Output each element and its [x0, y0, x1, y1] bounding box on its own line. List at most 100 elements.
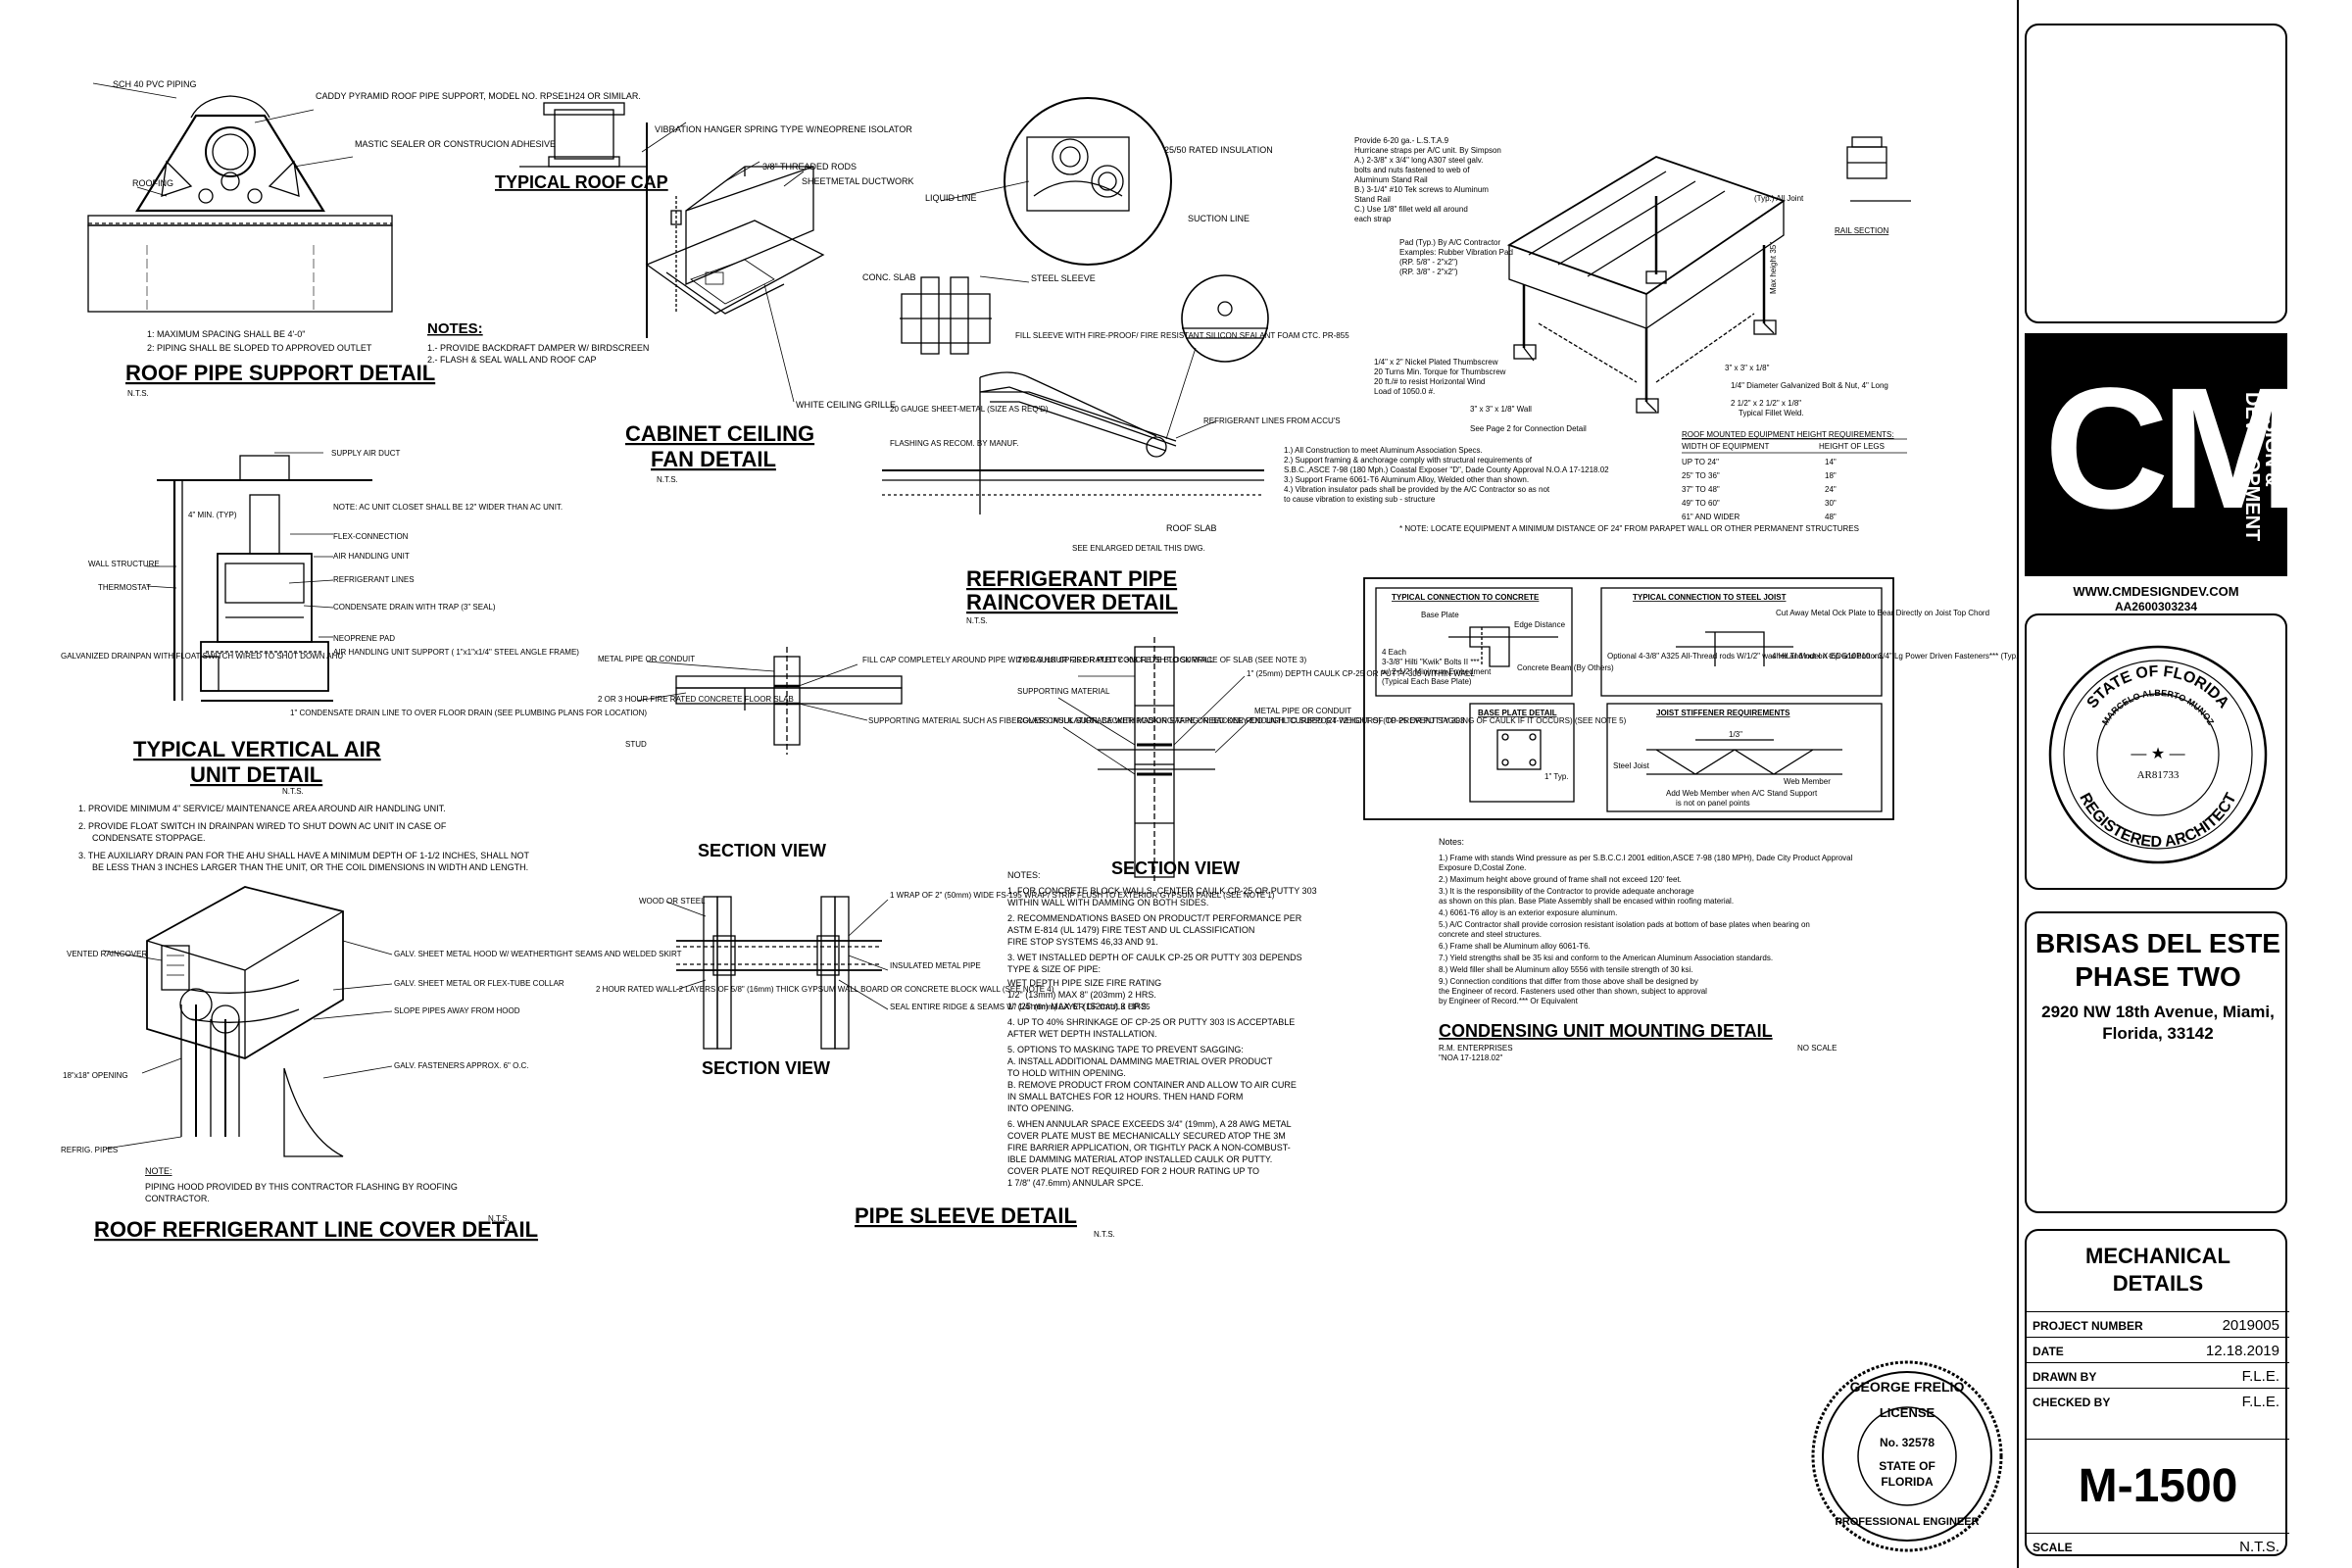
label-one-third: 1/3" — [1729, 730, 1742, 739]
label-ceiling-grille: WHITE CEILING GRILLE — [796, 400, 896, 410]
label-concrete-floor: 2 OR 3 HOUR FIRE RATED CONCRETE FLOOR SL… — [598, 695, 794, 704]
seal-license: LICENSE — [1880, 1405, 1936, 1420]
height-table-width: 37" TO 48" — [1682, 485, 1720, 494]
label-supporting-material-1: SUPPORTING MATERIAL SUCH AS FIBERGLASS I… — [868, 716, 1465, 725]
condensing-note: 3.) It is the responsibility of the Cont… — [1439, 887, 1694, 896]
label-fill-sleeve: FILL SLEEVE WITH FIRE-PROOF/ FIRE RESIST… — [1015, 331, 1349, 340]
architect-stamp-box: STATE OF FLORIDA MARCELO ALBERTO MUNOZ —… — [2025, 613, 2287, 890]
label-fill-cap: FILL CAP COMPLETELY AROUND PIPE WITH CAU… — [862, 656, 1306, 664]
condensing-general-note: 4.) Vibration insulator pads shall be pr… — [1284, 485, 1550, 494]
date-row: DATE 12.18.2019 — [2027, 1337, 2289, 1362]
label-metal-pipe-1: METAL PIPE OR CONDUIT — [598, 655, 695, 663]
condensing-thumb-line: Load of 1050.0 #. — [1374, 387, 1435, 396]
box-title-baseplate: BASE PLATE DETAIL — [1478, 709, 1557, 717]
project-info-box: BRISAS DEL ESTE PHASE TWO 2920 NW 18th A… — [2025, 911, 2287, 1213]
pipe-sleeve-note-line: 1 7/8" (47.6mm) ANNULAR SPCE. — [1007, 1178, 1144, 1188]
box-title-concrete: TYPICAL CONNECTION TO CONCRETE — [1392, 593, 1540, 602]
label-hilti-fasteners: 4 HILTI Model X-EDG10P10 x 3/4" Lg Power… — [1772, 652, 2017, 661]
seal-florida: FLORIDA — [1881, 1475, 1934, 1489]
pipe-sleeve-note-line: COVER PLATE NOT REQUIRED FOR 2 HOUR RATI… — [1007, 1166, 1259, 1176]
condensing-noa: "NOA 17-1218.02" — [1439, 1054, 1502, 1062]
label-supporting-material-2: SUPPORTING MATERIAL — [1017, 687, 1110, 696]
seal-ring-bottom: REGISTERED ARCHITECT — [2076, 790, 2239, 851]
label-metal-pipe-2: METAL PIPE OR CONDUIT — [1254, 707, 1351, 715]
condensing-note: the Engineer of record. Fasteners used o… — [1439, 987, 1707, 996]
condensing-unit-detail: RAIL SECTION (Typ.) All Joint Max height… — [1284, 136, 2017, 1062]
seal-architect-name: MARCELO ALBERTO MUNOZ — [2100, 688, 2216, 727]
height-table-width: 49" TO 60" — [1682, 499, 1720, 508]
label-see-enlarged: SEE ENLARGED DETAIL THIS DWG. — [1072, 544, 1205, 553]
label-refrig-pipes: REFRIG. PIPES — [61, 1146, 118, 1154]
condensing-provide-line: Hurricane straps per A/C unit. By Simpso… — [1354, 146, 1501, 155]
project-number-value: 2019005 — [2222, 1317, 2279, 1334]
height-table-height: 18" — [1825, 471, 1837, 480]
drawn-by-row: DRAWN BY F.L.E. — [2027, 1362, 2289, 1388]
height-table-height: 30" — [1825, 499, 1837, 508]
title-raincover-line2: RAINCOVER DETAIL — [966, 590, 1178, 614]
pipe-sleeve-note-line: 2. RECOMMENDATIONS BASED ON PRODUCT/T PE… — [1007, 913, 1302, 923]
scale-label: SCALE — [2033, 1541, 2073, 1554]
condensing-general-note: S.B.C.,ASCE 7-98 (180 Mph.) Coastal Expo… — [1284, 466, 1609, 474]
title-roof-pipe-support: ROOF PIPE SUPPORT DETAIL — [125, 361, 435, 385]
pipe-sleeve-note-line: B. REMOVE PRODUCT FROM CONTAINER AND ALL… — [1007, 1080, 1297, 1090]
roof-cap-note-1: 1.- PROVIDE BACKDRAFT DAMPER W/ BIRDSCRE… — [427, 343, 649, 353]
label-steel-joist: Steel Joist — [1613, 761, 1650, 770]
height-table-col2: HEIGHT OF LEGS — [1819, 442, 1885, 451]
label-sheet-gauge: 20 GAUGE SHEET-METAL (SIZE AS REQ'D) — [890, 405, 1049, 414]
refrigerant-raincover-detail: 25/50 RATED INSULATION SUCTION LINE LIQU… — [862, 97, 1349, 625]
pipe-sleeve-note-line: TYPE & SIZE OF PIPE: — [1007, 964, 1101, 974]
company-logo: CM DESIGN & DEVELOPMENT — [2025, 333, 2305, 576]
label-channel: 2 1/2" x 2 1/2" x 1/8" — [1731, 399, 1801, 408]
label-threaded-rods: 3/8" THREADED RODS — [762, 162, 857, 172]
label-vibration-hanger: VIBRATION HANGER SPRING TYPE W/NEOPRENE … — [655, 124, 912, 134]
label-optional-rods: Optional 4-3/8" A325 All-Thread rods W/1… — [1607, 652, 1884, 661]
pipe-sleeve-note-line: TO HOLD WITHIN OPENING. — [1007, 1068, 1126, 1078]
label-suction-line: SUCTION LINE — [1188, 214, 1250, 223]
scale-pipe-sleeve: N.T.S. — [1094, 1230, 1115, 1239]
label-flashing: FLASHING AS RECOM. BY MANUF. — [890, 439, 1018, 448]
label-supply-air: SUPPLY AIR DUCT — [331, 449, 401, 458]
label-sheetmetal-duct: SHEETMETAL DUCTWORK — [802, 176, 914, 186]
label-max-height: Max height 35" — [1769, 242, 1778, 294]
seal-ar-number: AR81733 — [2137, 769, 2180, 781]
label-thermostat: THERMOSTAT — [98, 583, 151, 592]
scale-roof-pipe-support: N.T.S. — [127, 389, 149, 398]
pipe-sleeve-note-line: AFTER WET DEPTH INSTALLATION. — [1007, 1029, 1157, 1039]
architect-seal: STATE OF FLORIDA MARCELO ALBERTO MUNOZ —… — [2048, 645, 2268, 864]
label-cover-caulk: COVER CAULK SURFACE WITH MASKING TAPE OR… — [1017, 716, 1627, 725]
vertical-air-note-2a: 2. PROVIDE FLOAT SWITCH IN DRAINPAN WIRE… — [78, 821, 447, 831]
condensing-thumb-line: 1/4" x 2" Nickel Plated Thumbscrew — [1374, 358, 1498, 367]
box-title-steel: TYPICAL CONNECTION TO STEEL JOIST — [1633, 593, 1787, 602]
roof-pipe-support-detail: SCH 40 PVC PIPING CADDY PYRAMID ROOF PIP… — [87, 79, 641, 398]
drawn-by-value: F.L.E. — [2241, 1368, 2279, 1385]
label-gypsum-wall: 2 HOUR RATED WALL 2 LAYERS OF 5/8" (16mm… — [596, 985, 1054, 994]
label-galv-fasteners: GALV. FASTENERS APPROX. 6" O.C. — [394, 1061, 529, 1070]
label-wrap: 1 WRAP OF 2" (50mm) WIDE FS-195 WRAP/ ST… — [890, 891, 1275, 900]
height-table-height: 48" — [1825, 513, 1837, 521]
title-condensing-unit: CONDENSING UNIT MOUNTING DETAIL — [1439, 1021, 1773, 1041]
label-refrigerant-lines: REFRIGERANT LINES FROM ACCU'S — [1203, 416, 1341, 425]
title-pipe-sleeve: PIPE SLEEVE DETAIL — [855, 1203, 1077, 1228]
address-line2: Florida, 33142 — [2102, 1024, 2214, 1043]
label-ahu-support: AIR HANDLING UNIT SUPPORT ( 1"x1"x1/4" S… — [333, 648, 579, 657]
condensing-note: 8.) Weld filler shall be Aluminum alloy … — [1439, 965, 1693, 974]
condensing-pad-line: (RP. 3/8" - 2"x2") — [1399, 268, 1458, 276]
project-address: 2920 NW 18th Avenue, Miami, Florida, 331… — [2027, 1002, 2289, 1045]
label-not-panel: is not on panel points — [1676, 799, 1750, 808]
label-mastic: MASTIC SEALER OR CONSTRUCION ADHESIVE — [355, 139, 556, 149]
height-table-width: 61" AND WIDER — [1682, 513, 1740, 521]
label-cut-away: Cut Away Metal Ock Plate to Bear Directl… — [1776, 609, 1989, 617]
scale-cabinet-fan: N.T.S. — [657, 475, 678, 484]
pipe-sleeve-note-line: FIRE STOP SYSTEMS 46,33 AND 91. — [1007, 937, 1158, 947]
vertical-air-note-3a: 3. THE AUXILIARY DRAIN PAN FOR THE AHU S… — [78, 851, 529, 860]
label-see-page-2: See Page 2 for Connection Detail — [1470, 424, 1587, 433]
label-rated-insulation: 25/50 RATED INSULATION — [1164, 145, 1273, 155]
condensing-note: 9.) Connection conditions that differ fr… — [1439, 977, 1698, 986]
condensing-general-note: 2.) Support framing & anchorage comply w… — [1284, 456, 1533, 465]
label-angle-3x3: 3" x 3" x 1/8" — [1725, 364, 1770, 372]
label-refrigerant-lines-vert: REFRIGERANT LINES — [333, 575, 415, 584]
pipe-sleeve-note-line: 1. FOR CONCRETE BLOCK WALLS, CENTER CAUL… — [1007, 886, 1317, 896]
date-value: 12.18.2019 — [2205, 1343, 2279, 1359]
pipe-sleeve-note-line: 5. OPTIONS TO MASKING TAPE TO PREVENT SA… — [1007, 1045, 1244, 1054]
label-typical-each: (Typical Each Base Plate) — [1382, 677, 1472, 686]
